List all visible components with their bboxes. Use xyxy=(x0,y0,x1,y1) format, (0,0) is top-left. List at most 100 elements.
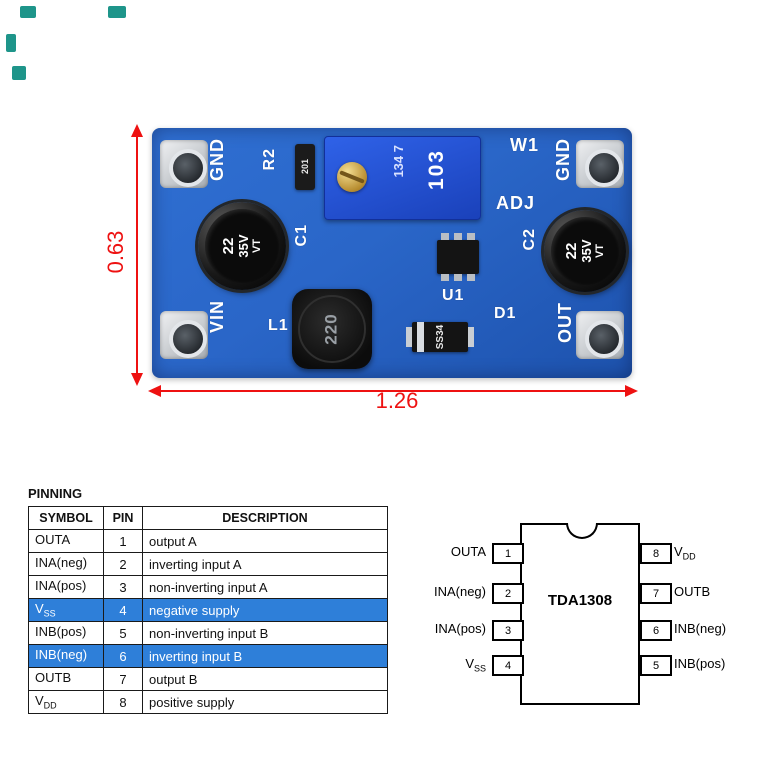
mounting-pad xyxy=(576,140,624,188)
ic-package-outline xyxy=(520,523,640,705)
dimension-width-label: 1.26 xyxy=(375,388,419,413)
pinning-table: SYMBOL PIN DESCRIPTION OUTA 1 output A I… xyxy=(28,506,388,714)
silkscreen-l1: L1 xyxy=(268,317,289,334)
pin-number-box: 2 xyxy=(492,583,524,604)
pin-label-outa: OUTA xyxy=(400,541,486,562)
symbol-cell: VSS xyxy=(28,598,104,622)
pin-cell: 4 xyxy=(103,598,143,622)
ic-u1 xyxy=(437,233,479,281)
symbol-text: V xyxy=(35,693,44,709)
dimension-arrow-horizontal xyxy=(148,385,638,397)
description-cell: output B xyxy=(142,667,388,691)
capacitor-print: 22 35V VT xyxy=(551,217,619,285)
table-row-highlighted: VSS 4 negative supply xyxy=(28,598,388,622)
pin-label-text: V xyxy=(674,544,683,559)
screw-slot-icon xyxy=(339,170,365,184)
diode-code: SS34 xyxy=(434,324,446,350)
pcb-module: GND VIN GND OUT R2 201 134 7 103 W1 ADJ … xyxy=(152,128,632,378)
pin-number-box: 8 xyxy=(640,543,672,564)
pin-label-ina-neg: INA(neg) xyxy=(400,581,486,602)
table-row: OUTB 7 output B xyxy=(28,667,388,691)
pin-label-sub: SS xyxy=(473,663,486,674)
trimmer-screw xyxy=(337,162,367,192)
pin-cell: 6 xyxy=(103,644,143,668)
silkscreen-u1: U1 xyxy=(442,287,465,304)
inductor-code: 220 xyxy=(322,313,341,345)
symbol-text: INB(neg) xyxy=(35,647,88,663)
pin-number-box: 6 xyxy=(640,620,672,641)
watermark-artifact xyxy=(12,66,26,80)
pin-label-text: INB(neg) xyxy=(674,621,727,636)
capacitor-top: 22 35V VT xyxy=(551,217,619,285)
mounting-hole xyxy=(585,149,623,187)
cap-voltage: 35V xyxy=(579,239,595,263)
ic-pin xyxy=(454,233,462,240)
silkscreen-adj: ADJ xyxy=(496,193,536,213)
cap-series: VT xyxy=(251,238,264,254)
symbol-text: V xyxy=(35,601,44,617)
silkscreen-c1: C1 xyxy=(293,224,310,247)
resistor-code: 201 xyxy=(300,159,310,175)
pin-number-box: 3 xyxy=(492,620,524,641)
header-symbol: SYMBOL xyxy=(28,506,104,530)
pin-label-text: V xyxy=(465,656,474,671)
symbol-cell: INB(neg) xyxy=(28,644,104,668)
pin-cell: 7 xyxy=(103,667,143,691)
dimension-height-label: 0.63 xyxy=(103,230,128,274)
cap-series: VT xyxy=(594,243,607,259)
pin-label-inb-pos: INB(pos) xyxy=(674,653,764,674)
diode-cathode-band xyxy=(417,322,424,352)
pin-number-box: 1 xyxy=(492,543,524,564)
description-cell: inverting input B xyxy=(142,644,388,668)
description-cell: inverting input A xyxy=(142,552,388,576)
ic-pin xyxy=(441,274,449,281)
pin-label-text: INA(pos) xyxy=(434,621,486,636)
capacitor-c2: 22 35V VT xyxy=(544,210,626,292)
trimmer-potentiometer: 134 7 103 xyxy=(324,136,481,220)
pin-cell: 2 xyxy=(103,552,143,576)
pin-label-text: INB(pos) xyxy=(674,656,726,671)
mounting-hole xyxy=(585,320,623,358)
diode-d1: SS34 xyxy=(406,322,474,352)
mounting-pad xyxy=(160,311,208,359)
capacitor-top: 22 35V VT xyxy=(205,209,279,283)
mounting-hole xyxy=(169,149,207,187)
pin-number-box: 5 xyxy=(640,655,672,676)
pin-label-inb-neg: INB(neg) xyxy=(674,618,764,639)
trimmer-side-marking: 134 7 xyxy=(391,145,406,178)
header-description: DESCRIPTION xyxy=(142,506,388,530)
pin-label-outb: OUTB xyxy=(674,581,764,602)
table-row: INB(pos) 5 non-inverting input B xyxy=(28,621,388,645)
symbol-text: INA(neg) xyxy=(35,555,88,571)
pin-number-box: 4 xyxy=(492,655,524,676)
symbol-cell: INA(neg) xyxy=(28,552,104,576)
diode-terminal xyxy=(468,327,474,347)
symbol-text: INA(pos) xyxy=(35,578,87,594)
pin-label-ina-pos: INA(pos) xyxy=(400,618,486,639)
watermark-artifact xyxy=(6,34,16,52)
symbol-text: INB(pos) xyxy=(35,624,87,640)
ic-pin xyxy=(467,274,475,281)
pin-label-sub: DD xyxy=(682,551,696,562)
smd-resistor: 201 xyxy=(295,144,315,190)
table-header-row: SYMBOL PIN DESCRIPTION xyxy=(28,506,388,530)
silkscreen-c2: C2 xyxy=(521,228,538,251)
symbol-cell: VDD xyxy=(28,690,104,714)
table-row: INA(neg) 2 inverting input A xyxy=(28,552,388,576)
cap-value: 22 xyxy=(562,242,580,260)
symbol-text: OUTB xyxy=(35,670,72,686)
pin-label-text: OUTA xyxy=(450,544,486,559)
silkscreen-w1: W1 xyxy=(510,135,539,155)
silkscreen-gnd-top-left: GND xyxy=(207,138,227,181)
table-row: INA(pos) 3 non-inverting input A xyxy=(28,575,388,599)
ic-part-number: TDA1308 xyxy=(547,592,613,609)
silkscreen-gnd-top-right: GND xyxy=(553,138,573,181)
description-cell: non-inverting input B xyxy=(142,621,388,645)
pin-label-vss: VSS xyxy=(400,653,486,674)
mounting-pad xyxy=(576,311,624,359)
capacitor-c1: 22 35V VT xyxy=(198,202,286,290)
header-pin: PIN xyxy=(103,506,143,530)
mounting-pad xyxy=(160,140,208,188)
symbol-cell: OUTA xyxy=(28,529,104,553)
